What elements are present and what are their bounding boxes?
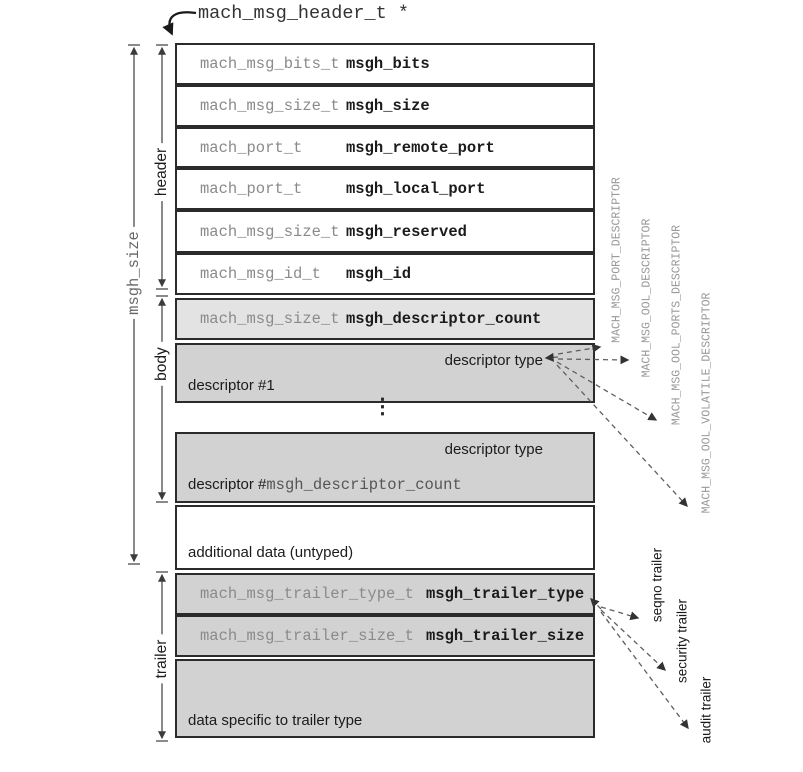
row-msgh-reserved: mach_msg_size_t msgh_reserved bbox=[175, 210, 595, 253]
row-cell: mach_msg_trailer_size_t msgh_trailer_siz… bbox=[177, 617, 593, 655]
row-cell: mach_msg_size_t msgh_size bbox=[177, 87, 593, 125]
row-cell: mach_msg_bits_t msgh_bits bbox=[177, 45, 593, 83]
trailer-data-label: data specific to trailer type bbox=[188, 712, 363, 729]
field-name: msgh_bits bbox=[346, 55, 430, 73]
row-msgh-bits: mach_msg_bits_t msgh_bits bbox=[175, 43, 595, 85]
field-type: mach_msg_size_t bbox=[200, 97, 340, 115]
row-cell: mach_port_t msgh_remote_port bbox=[177, 129, 593, 166]
descriptor-n-label: descriptor #msgh_descriptor_count bbox=[188, 476, 462, 494]
descriptor-1-label: descriptor #1 bbox=[188, 377, 275, 394]
row-cell: mach_msg_size_t msgh_descriptor_count bbox=[177, 300, 593, 338]
box-descriptor-1: descriptor type descriptor #1 bbox=[175, 343, 595, 403]
box-additional-data: additional data (untyped) bbox=[175, 505, 595, 570]
field-name: msgh_descriptor_count bbox=[346, 310, 542, 328]
descriptor-n-prefix: descriptor # bbox=[188, 476, 267, 493]
field-type: mach_msg_size_t bbox=[200, 310, 340, 328]
field-name: msgh_trailer_type bbox=[426, 585, 585, 603]
box-trailer-data: data specific to trailer type bbox=[175, 659, 595, 738]
descriptor-type-label: descriptor type bbox=[444, 441, 543, 458]
header-section-label: header bbox=[151, 142, 173, 202]
field-type: mach_msg_trailer_type_t bbox=[200, 585, 414, 603]
row-msgh-remote-port: mach_port_t msgh_remote_port bbox=[175, 127, 595, 168]
row-msgh-trailer-type: mach_msg_trailer_type_t msgh_trailer_typ… bbox=[175, 573, 595, 615]
struct-pointer-title: mach_msg_header_t * bbox=[198, 3, 409, 24]
box-descriptor-n: descriptor type descriptor #msgh_descrip… bbox=[175, 432, 595, 503]
ool-volatile-descriptor-label: MACH_MSG_OOL_VOLATILE_DESCRIPTOR bbox=[700, 292, 714, 514]
ool-descriptor-label: MACH_MSG_OOL_DESCRIPTOR bbox=[640, 218, 654, 378]
row-msgh-size: mach_msg_size_t msgh_size bbox=[175, 85, 595, 127]
descriptor-n-name: msgh_descriptor_count bbox=[266, 476, 462, 494]
field-type: mach_msg_id_t bbox=[200, 265, 321, 283]
field-name: msgh_id bbox=[346, 265, 412, 283]
field-name: msgh_remote_port bbox=[346, 138, 495, 157]
field-name: msgh_trailer_size bbox=[426, 627, 585, 645]
field-type: mach_port_t bbox=[200, 138, 303, 157]
field-name: msgh_size bbox=[346, 97, 430, 115]
field-name: msgh_reserved bbox=[346, 222, 467, 241]
audit-trailer-label: audit trailer bbox=[698, 676, 714, 744]
additional-data-label: additional data (untyped) bbox=[188, 544, 354, 561]
seqno-trailer-label: seqno trailer bbox=[649, 547, 665, 623]
field-type: mach_msg_size_t bbox=[200, 222, 340, 241]
field-type: mach_port_t bbox=[200, 180, 303, 198]
ool-ports-descriptor-label: MACH_MSG_OOL_PORTS_DESCRIPTOR bbox=[670, 224, 684, 426]
field-type: mach_msg_trailer_size_t bbox=[200, 627, 414, 645]
trailer-type-arrows bbox=[590, 598, 689, 730]
row-cell: mach_port_t msgh_local_port bbox=[177, 170, 593, 208]
security-trailer-label: security trailer bbox=[674, 598, 690, 684]
field-type: mach_msg_bits_t bbox=[200, 55, 340, 73]
port-descriptor-label: MACH_MSG_PORT_DESCRIPTOR bbox=[610, 177, 624, 343]
struct-pointer-arrow bbox=[162, 11, 197, 36]
descriptor-ellipsis: ⋮ bbox=[372, 395, 393, 418]
row-msgh-id: mach_msg_id_t msgh_id bbox=[175, 253, 595, 295]
row-msgh-trailer-size: mach_msg_trailer_size_t msgh_trailer_siz… bbox=[175, 615, 595, 657]
descriptor-type-label: descriptor type bbox=[444, 352, 543, 369]
field-name: msgh_local_port bbox=[346, 180, 486, 198]
body-section-label: body bbox=[151, 342, 173, 386]
row-cell: mach_msg_size_t msgh_reserved bbox=[177, 212, 593, 251]
msgh-size-label: msgh_size bbox=[123, 227, 145, 319]
row-cell: mach_msg_trailer_type_t msgh_trailer_typ… bbox=[177, 575, 593, 613]
body-extent-arrow bbox=[156, 295, 168, 503]
row-msgh-local-port: mach_port_t msgh_local_port bbox=[175, 168, 595, 210]
row-msgh-descriptor-count: mach_msg_size_t msgh_descriptor_count bbox=[175, 298, 595, 340]
row-cell: mach_msg_id_t msgh_id bbox=[177, 255, 593, 293]
trailer-section-label: trailer bbox=[151, 634, 173, 684]
